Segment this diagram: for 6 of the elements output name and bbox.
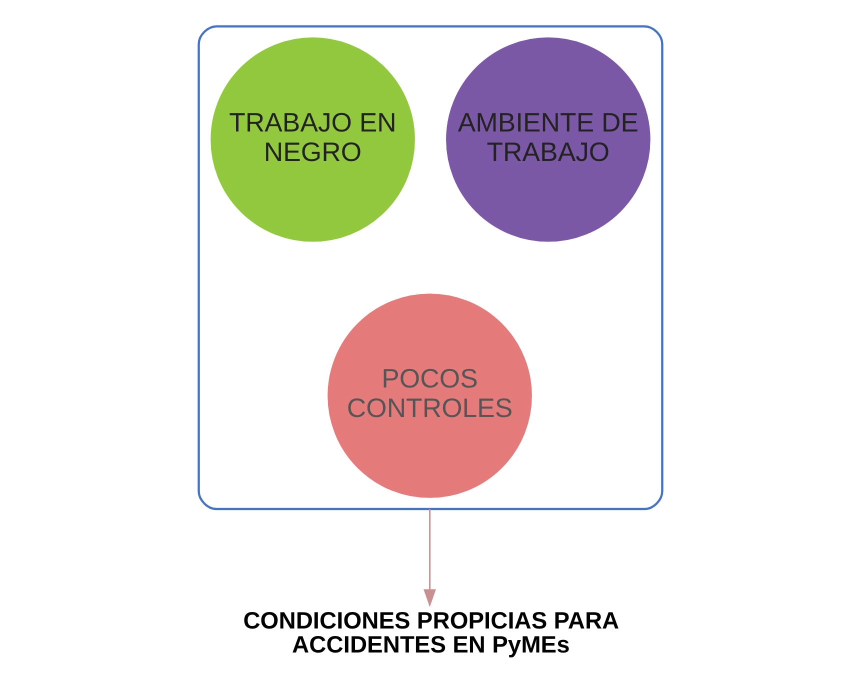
cluster [198, 25, 664, 510]
node-circle: TRABAJO EN NEGRO [210, 37, 415, 242]
node-circle: AMBIENTE DE TRABAJO [446, 37, 650, 242]
node-text: CONDICIONES PROPICIAS PARA ACCIDENTES EN PyMEs [243, 608, 620, 658]
arrow [424, 509, 436, 608]
node-circle: POCOS CONTROLES [328, 294, 532, 498]
